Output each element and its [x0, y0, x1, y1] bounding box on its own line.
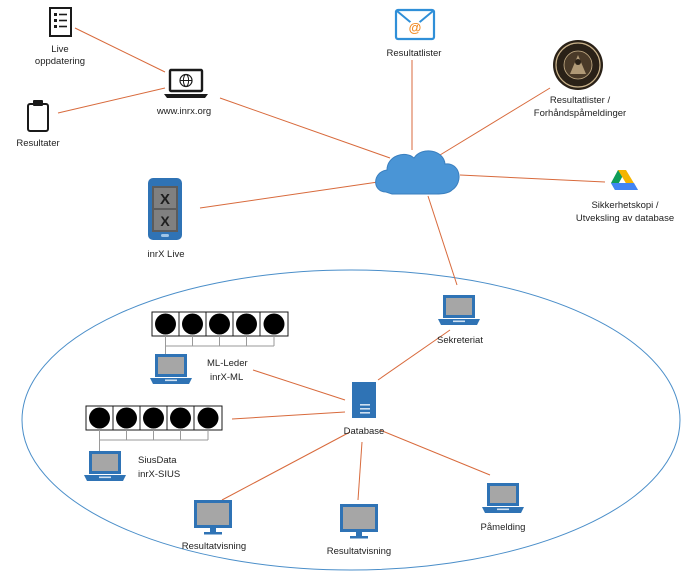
clipboard-icon: [27, 100, 49, 132]
inrxlive-label: inrX Live: [148, 249, 185, 260]
laptop-icon: [482, 483, 524, 513]
sius-node: SiusData inrX-SIUS: [84, 451, 180, 481]
target-wiring: [165, 336, 275, 354]
pamelding-label: Påmelding: [481, 522, 526, 533]
list-document-icon: [49, 7, 72, 37]
cloud-node: [375, 150, 460, 195]
database-node: Database: [344, 382, 385, 437]
link-backup-cloud: [459, 174, 606, 183]
connections: [57, 27, 606, 501]
sekreteriat-node: Sekreteriat: [437, 295, 483, 346]
link-ml-database: [252, 369, 346, 401]
live-node: Live oppdatering: [35, 7, 85, 67]
link-database-visning1: [221, 431, 351, 501]
local-network-ellipse: [21, 269, 681, 571]
forbund-node: Resultatlister / Forhåndspåmeldinger: [534, 40, 626, 119]
resultatlister-label: Resultatlister: [387, 48, 442, 59]
database-label: Database: [344, 426, 385, 437]
phone-app-icon: X X: [148, 178, 182, 240]
forbund-label-1: Resultatlister /: [550, 95, 611, 106]
link-website-cloud: [219, 97, 391, 159]
website-label: www.inrx.org: [156, 106, 211, 117]
visning1-label: Resultatvisning: [182, 541, 246, 552]
backup-node: Sikkerhetskopi / Utveksling av database: [576, 170, 674, 224]
sius-label-2: inrX-SIUS: [138, 469, 180, 480]
svg-text:X: X: [160, 213, 170, 229]
target-wiring: [99, 430, 209, 451]
laptop-icon: [438, 295, 480, 325]
laptop-globe-icon: [164, 68, 208, 98]
link-live-website: [74, 27, 166, 73]
google-drive-icon: [611, 170, 638, 190]
backup-label-2: Utveksling av database: [576, 213, 674, 224]
sius-label-1: SiusData: [138, 455, 177, 466]
link-sius-database: [231, 411, 346, 420]
svg-text:@: @: [409, 20, 422, 35]
resultater-node: Resultater: [16, 100, 60, 149]
ml-label-2: inrX-ML: [210, 372, 243, 383]
link-cloud-sekreteriat: [427, 195, 458, 286]
live-label-2: oppdatering: [35, 56, 85, 67]
link-forbund-cloud: [439, 87, 551, 156]
ml-label-1: ML-Leder: [207, 358, 248, 369]
link-inrxlive-cloud: [199, 181, 379, 209]
backup-label-1: Sikkerhetskopi /: [591, 200, 658, 211]
forbund-label-2: Forhåndspåmeldinger: [534, 108, 626, 119]
link-sekreteriat-database: [377, 329, 451, 381]
visning1-node: Resultatvisning: [182, 500, 246, 552]
inrxlive-node: X X inrX Live: [148, 178, 185, 260]
resultatlister-node: @ Resultatlister: [387, 8, 442, 59]
visning2-label: Resultatvisning: [327, 546, 391, 557]
website-node: www.inrx.org: [156, 68, 211, 117]
laptop-icon: [150, 354, 192, 384]
sius-targets: [85, 405, 223, 451]
ml-targets: [151, 311, 289, 354]
ml-node: ML-Leder inrX-ML: [150, 354, 248, 384]
pamelding-node: Påmelding: [481, 483, 526, 533]
server-icon: [352, 382, 376, 418]
seal-logo-icon: [553, 40, 603, 90]
monitor-icon: [194, 500, 232, 535]
svg-text:X: X: [160, 191, 170, 208]
resultater-label: Resultater: [16, 138, 59, 149]
cloud-icon: [375, 150, 460, 195]
laptop-icon: [84, 451, 126, 481]
link-resultater-website: [57, 87, 166, 114]
live-label-1: Live: [51, 44, 68, 55]
visning2-node: Resultatvisning: [327, 504, 391, 557]
monitor-icon: [340, 504, 378, 539]
sekreteriat-label: Sekreteriat: [437, 335, 483, 346]
email-at-icon: @: [394, 8, 436, 41]
link-database-pamelding: [379, 429, 491, 476]
link-database-visning2: [357, 441, 363, 501]
